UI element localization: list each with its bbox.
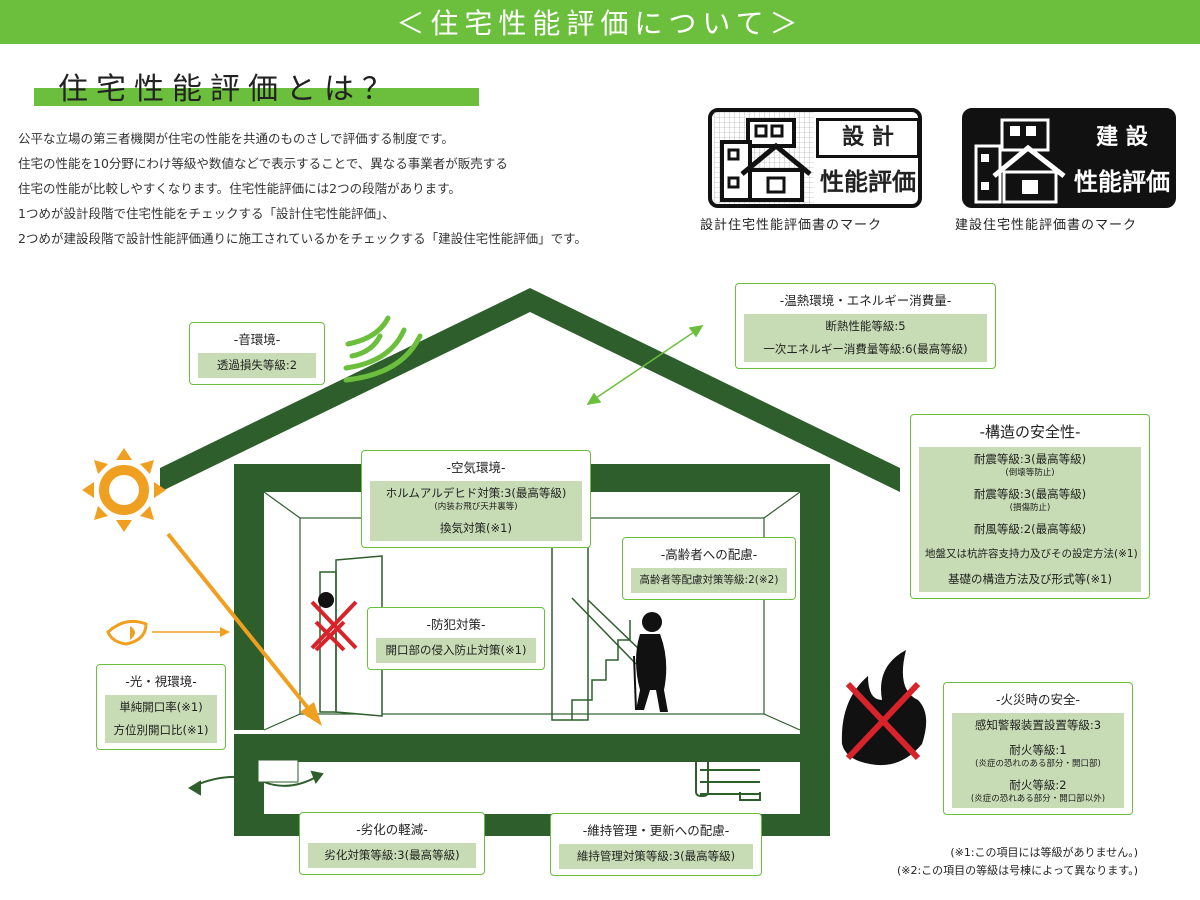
intro-line: 公平な立場の第三者機関が住宅の性能を共通のものさしで評価する制度です。 [18, 131, 454, 146]
box-row: 劣化対策等級:3(最高等級) [324, 848, 460, 862]
box-row: 維持管理対策等級:3(最高等級) [576, 849, 736, 863]
header-banner: ＜住宅性能評価について＞ [0, 0, 1200, 44]
box-row: 一次エネルギー消費量等級:6(最高等級) [763, 342, 968, 356]
intro-line: 1つめが設計段階で住宅性能をチェックする「設計住宅性能評価」、 [18, 206, 395, 221]
thermal-energy-box: -温熱環境・エネルギー消費量- 断熱性能等級:5 一次エネルギー消費量等級:6(… [735, 283, 996, 369]
mark-top-label: 建 設 [1096, 125, 1148, 150]
box-row: 高齢者等配慮対策等級:2(※2) [639, 574, 779, 586]
house-building-icon [974, 118, 1066, 204]
sunlight-arrow [166, 532, 322, 726]
footnotes: (※1:この項目には等級がありません。) (※2:この項目の等級は号棟によって異… [897, 844, 1138, 880]
box-title: -劣化の軽減- [356, 822, 428, 837]
box-row: ホルムアルデヒド対策:3(最高等級)(内装お飛び天井裏等) [385, 486, 567, 512]
box-title: -高齢者への配慮- [660, 547, 758, 562]
wall-right [800, 464, 830, 836]
maintenance-box: -維持管理・更新への配慮- 維持管理対策等級:3(最高等級) [550, 813, 762, 876]
plumbing-pipes [695, 747, 761, 801]
box-row: 耐火等級:2(炎症の恐れある部分・開口部以外) [970, 778, 1106, 804]
box-body: ホルムアルデヒド対策:3(最高等級)(内装お飛び天井裏等) 換気対策(※1) [370, 481, 582, 541]
heat-arrow-icon [586, 324, 704, 406]
box-body: 単純開口率(※1) 方位別開口比(※1) [105, 695, 217, 743]
light-vision-box: -光・視環境- 単純開口率(※1) 方位別開口比(※1) [96, 664, 226, 750]
box-row: 方位別開口比(※1) [113, 723, 209, 737]
construction-mark-caption: 建設住宅性能評価書のマーク [955, 218, 1138, 233]
box-row: 耐風等級:2(最高等級) [973, 522, 1087, 536]
footnote: (※2:この項目の等級は号棟によって異なります。) [896, 864, 1138, 877]
box-row: 開口部の侵入防止対策(※1) [385, 643, 527, 657]
wall-left [234, 464, 264, 730]
section-title: 住宅性能評価とは？ [34, 60, 479, 107]
box-row: 換気対策(※1) [440, 521, 512, 535]
box-title: -空気環境- [446, 460, 506, 475]
box-row: 断熱性能等級:5 [825, 319, 906, 333]
box-body: 劣化対策等級:3(最高等級) [308, 843, 476, 868]
intro-line: 住宅の性能を10分野にわけ等級や数値などで表示することで、異なる事業者が販売する [18, 156, 508, 171]
floor-slab [234, 734, 830, 762]
box-row: 地盤又は杭許容支持力及びその設定方法(※1) [925, 548, 1138, 560]
box-body: 維持管理対策等級:3(最高等級) [559, 844, 753, 869]
eye-icon [106, 619, 230, 646]
crime-prevention-box: -防犯対策- 開口部の侵入防止対策(※1) [367, 607, 545, 670]
box-row: 基礎の構造方法及び形式等(※1) [948, 572, 1112, 586]
house-grid-icon [714, 112, 814, 204]
intro-line: 住宅の性能が比較しやすくなります。住宅性能評価には2つの段階があります。 [18, 181, 461, 196]
sound-environment-box: -音環境- 透過損失等級:2 [189, 322, 325, 385]
box-row: 透過損失等級:2 [216, 358, 298, 372]
box-body: 透過損失等級:2 [198, 353, 316, 378]
mark-main-label: 性能評価 [1074, 168, 1170, 196]
section-title-text: 住宅性能評価とは？ [58, 72, 400, 107]
sun-icon [82, 448, 166, 532]
box-title: -音環境- [233, 332, 281, 347]
box-title: -維持管理・更新への配慮- [582, 823, 730, 838]
door [319, 555, 383, 717]
ventilation-arrow [188, 759, 324, 796]
title-underline-bar [34, 88, 479, 106]
design-evaluation-mark: 設 計 性能評価 [708, 108, 922, 208]
sound-wave-icon [343, 315, 423, 383]
design-mark-caption: 設計住宅性能評価書のマーク [700, 218, 883, 233]
intro-line: 2つめが建設段階で設計性能評価通りに施工されているかをチェックする「建設住宅性能… [18, 231, 587, 246]
fire-safety-box: -火災時の安全- 感知警報装置設置等級:3 耐火等級:1(炎症の恐れのある部分・… [943, 682, 1133, 815]
box-row: 耐震等級:3(最高等級)(倒壊等防止) [973, 452, 1087, 478]
deterioration-reduction-box: -劣化の軽減- 劣化対策等級:3(最高等級) [299, 812, 485, 875]
box-body: 感知警報装置設置等級:3 耐火等級:1(炎症の恐れのある部分・開口部) 耐火等級… [952, 713, 1124, 808]
box-title: -光・視環境- [125, 674, 197, 689]
footnote: (※1:この項目には等級がありません。) [950, 846, 1138, 859]
box-row: 耐火等級:1(炎症の恐れのある部分・開口部) [975, 743, 1101, 769]
box-row: 単純開口率(※1) [119, 700, 203, 714]
box-body: 断熱性能等級:5 一次エネルギー消費量等級:6(最高等級) [744, 314, 987, 362]
box-title: -防犯対策- [426, 617, 486, 632]
box-body: 耐震等級:3(最高等級)(倒壊等防止) 耐震等級:3(最高等級)(損傷防止) 耐… [919, 447, 1141, 592]
burglar-icon [310, 592, 358, 652]
mark-main-label: 性能評価 [820, 168, 916, 196]
intro-paragraph: 公平な立場の第三者機関が住宅の性能を共通のものさしで評価する制度です。 住宅の性… [18, 126, 708, 251]
box-body: 開口部の侵入防止対策(※1) [376, 638, 536, 663]
construction-evaluation-mark: 建 設 性能評価 [962, 108, 1176, 208]
air-environment-box: -空気環境- ホルムアルデヒド対策:3(最高等級)(内装お飛び天井裏等) 換気対… [361, 450, 591, 548]
box-title: -温熱環境・エネルギー消費量- [779, 293, 952, 308]
mark-top-label: 設 計 [816, 118, 920, 158]
box-row: 耐震等級:3(最高等級)(損傷防止) [973, 487, 1087, 513]
box-title: -火災時の安全- [995, 692, 1081, 707]
structural-safety-box: -構造の安全性- 耐震等級:3(最高等級)(倒壊等防止) 耐震等級:3(最高等級… [910, 414, 1150, 599]
box-title: -構造の安全性- [979, 423, 1081, 441]
fire-icon [841, 650, 927, 766]
elderly-care-box: -高齢者への配慮- 高齢者等配慮対策等級:2(※2) [622, 537, 796, 600]
elderly-person-icon [633, 612, 668, 712]
box-row: 感知警報装置設置等級:3 [974, 718, 1102, 732]
box-body: 高齢者等配慮対策等級:2(※2) [631, 568, 787, 593]
